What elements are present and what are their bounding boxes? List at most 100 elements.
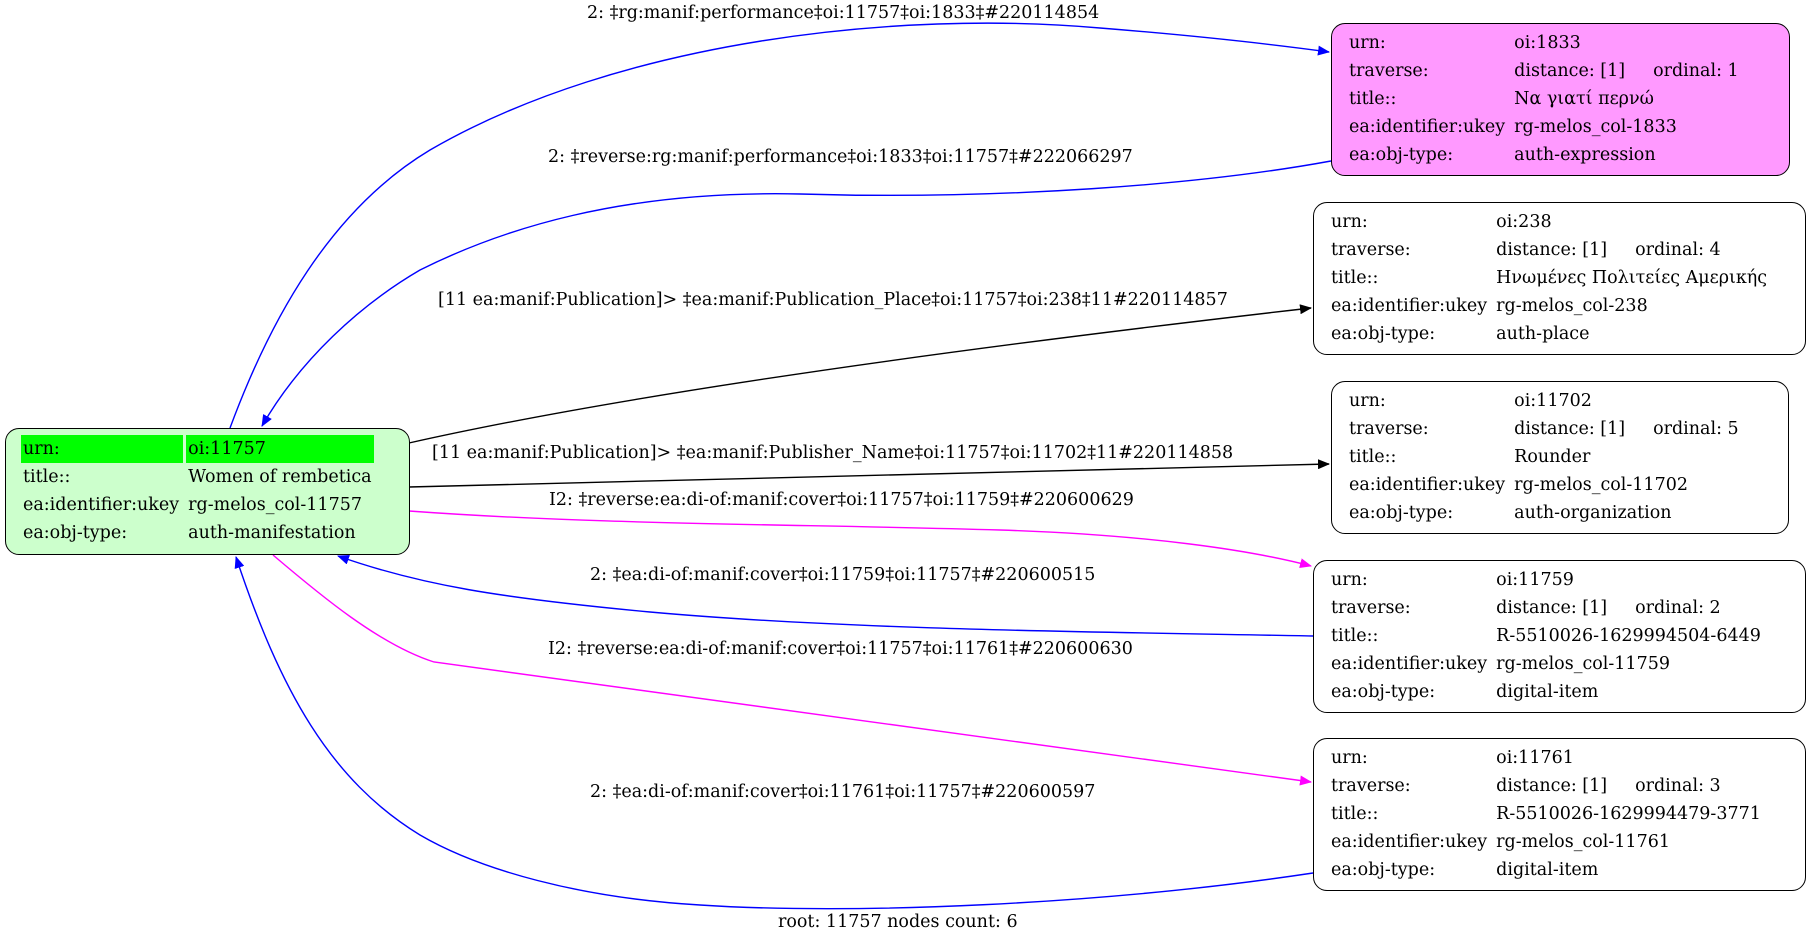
field-key: urn: [1349, 33, 1386, 53]
field-key: title:: [23, 467, 71, 487]
field-title: title:: Women of rembetica [21, 463, 374, 491]
field-key: traverse: [1349, 61, 1429, 81]
field-key: ea:identifier:ukey [23, 495, 180, 515]
field-traverse: traverse: distance: [1] ordinal: 1 [1347, 57, 1741, 85]
field-value: Να γιατί περνώ [1514, 89, 1654, 109]
edge-1833-to-root[interactable] [261, 160, 1332, 427]
field-key: urn: [1331, 748, 1368, 768]
field-value: auth-manifestation [188, 523, 356, 543]
field-value: digital-item [1496, 682, 1599, 702]
field-title: title::Ηνωμένες Πολιτείες Αμερικής [1329, 264, 1769, 292]
distance-value: distance: [1] [1514, 419, 1626, 439]
field-key: ea:identifier:ukey [1331, 296, 1488, 316]
distance-value: distance: [1] [1514, 61, 1626, 81]
field-ukey: ea:identifier:ukey rg-melos_col-238 [1329, 292, 1769, 320]
field-value: distance: [1]ordinal: 3 [1494, 772, 1763, 800]
field-value: digital-item [1496, 860, 1599, 880]
field-value: distance: [1]ordinal: 5 [1512, 415, 1741, 443]
field-traverse: traverse: distance: [1]ordinal: 5 [1347, 415, 1741, 443]
node-11759[interactable]: urn: oi:11759 traverse: distance: [1]ordin… [1313, 560, 1806, 713]
field-obj-type: ea:obj-type:auth-place [1329, 320, 1769, 348]
distance-value: distance: [1] [1496, 240, 1608, 260]
field-value: oi:11702 [1514, 391, 1592, 411]
field-key: title:: [1349, 89, 1397, 109]
field-key: ea:obj-type: [1349, 503, 1454, 523]
edge-root-to-11759[interactable] [408, 510, 1312, 569]
field-key: traverse: [1331, 598, 1411, 618]
field-ukey: ea:identifier:ukey rg-melos_col-1833 [1347, 113, 1741, 141]
edge-11761-to-root[interactable] [234, 556, 1314, 910]
node-fields: urn: oi:1833 traverse: distance: [1] ordina… [1344, 29, 1744, 169]
ordinal-value: ordinal: 1 [1653, 61, 1739, 81]
field-key: title:: [1331, 626, 1379, 646]
field-value: rg-melos_col-238 [1496, 296, 1648, 316]
field-urn: urn: oi:11757 [21, 435, 374, 463]
field-obj-type: ea:obj-type: digital-item [1329, 856, 1763, 884]
field-value: distance: [1]ordinal: 2 [1494, 594, 1763, 622]
edge-root-to-11702[interactable] [408, 459, 1330, 488]
field-key: ea:obj-type: [1331, 682, 1436, 702]
field-value: R-5510026-1629994504-6449 [1496, 626, 1761, 646]
field-value: Women of rembetica [188, 467, 372, 487]
field-key: ea:identifier:ukey [1331, 832, 1488, 852]
field-key: ea:obj-type: [1331, 860, 1436, 880]
node-fields: urn: oi:11761 traverse: distance: [1]ordin… [1326, 744, 1766, 884]
field-value: auth-expression [1514, 145, 1656, 165]
field-key: ea:obj-type: [1331, 324, 1436, 344]
edge-11759-to-root[interactable] [337, 554, 1314, 637]
field-key: ea:identifier:ukey [1331, 654, 1488, 674]
field-value: rg-melos_col-11702 [1514, 475, 1688, 495]
field-obj-type: ea:obj-type: auth-organization [1347, 499, 1741, 527]
field-value: Rounder [1514, 447, 1591, 467]
field-urn: urn: oi:1833 [1347, 29, 1741, 57]
field-value: rg-melos_col-11759 [1496, 654, 1670, 674]
field-urn: urn: oi:11759 [1329, 566, 1763, 594]
edge-label: 2: ‡reverse:rg:manif:performance‡oi:1833… [548, 147, 1133, 167]
field-urn: urn: oi:11761 [1329, 744, 1763, 772]
field-value: rg-melos_col-1833 [1514, 117, 1677, 137]
field-value: oi:1833 [1514, 33, 1581, 53]
field-title: title::R-5510026-1629994479-3771 [1329, 800, 1763, 828]
field-value: R-5510026-1629994479-3771 [1496, 804, 1761, 824]
field-title: title::R-5510026-1629994504-6449 [1329, 622, 1763, 650]
ordinal-value: ordinal: 4 [1635, 240, 1721, 260]
field-value: distance: [1] ordinal: 1 [1512, 57, 1741, 85]
field-key: traverse: [1331, 240, 1411, 260]
node-11702[interactable]: urn: oi:11702 traverse: distance: [1]ordin… [1331, 381, 1789, 534]
edge-root-to-1833[interactable] [229, 22, 1330, 429]
field-traverse: traverse: distance: [1] ordinal: 4 [1329, 236, 1769, 264]
field-value: Ηνωμένες Πολιτείες Αμερικής [1496, 268, 1768, 288]
edge-root-to-11761[interactable] [272, 554, 1312, 786]
node-238[interactable]: urn:oi:238 traverse: distance: [1] ordinal… [1313, 202, 1806, 355]
field-value: oi:11757 [186, 435, 374, 463]
field-key: urn: [1331, 212, 1368, 232]
distance-value: distance: [1] [1496, 776, 1608, 796]
field-key: traverse: [1331, 776, 1411, 796]
field-urn: urn:oi:238 [1329, 208, 1769, 236]
root-node-fields: urn: oi:11757 title:: Women of rembetica… [18, 435, 377, 547]
field-key: urn: [1331, 570, 1368, 590]
edge-label: 2: ‡rg:manif:performance‡oi:11757‡oi:183… [587, 3, 1100, 23]
field-value: oi:11759 [1496, 570, 1574, 590]
node-11761[interactable]: urn: oi:11761 traverse: distance: [1]ordin… [1313, 738, 1806, 891]
field-value: oi:11761 [1496, 748, 1574, 768]
edge-label: 2: ‡ea:di-of:manif:cover‡oi:11759‡oi:117… [590, 565, 1096, 585]
node-1833[interactable]: urn: oi:1833 traverse: distance: [1] ordina… [1331, 23, 1790, 176]
field-key: ea:obj-type: [1349, 145, 1454, 165]
field-value: auth-organization [1514, 503, 1672, 523]
root-node[interactable]: urn: oi:11757 title:: Women of rembetica… [5, 428, 410, 555]
field-key: ea:identifier:ukey [1349, 117, 1506, 137]
edge-label: I2: ‡reverse:ea:di-of:manif:cover‡oi:117… [549, 490, 1134, 510]
field-key: urn: [1349, 391, 1386, 411]
field-obj-type: ea:obj-type: auth-manifestation [21, 519, 374, 547]
field-key: ea:identifier:ukey [1349, 475, 1506, 495]
edge-root-to-238[interactable] [408, 304, 1312, 444]
graph-footer: root: 11757 nodes count: 6 [778, 912, 1018, 932]
node-fields: urn: oi:11702 traverse: distance: [1]ordin… [1344, 387, 1744, 527]
field-key: traverse: [1349, 419, 1429, 439]
field-value: distance: [1] ordinal: 4 [1494, 236, 1769, 264]
field-ukey: ea:identifier:ukey rg-melos_col-11757 [21, 491, 374, 519]
field-obj-type: ea:obj-type: auth-expression [1347, 141, 1741, 169]
